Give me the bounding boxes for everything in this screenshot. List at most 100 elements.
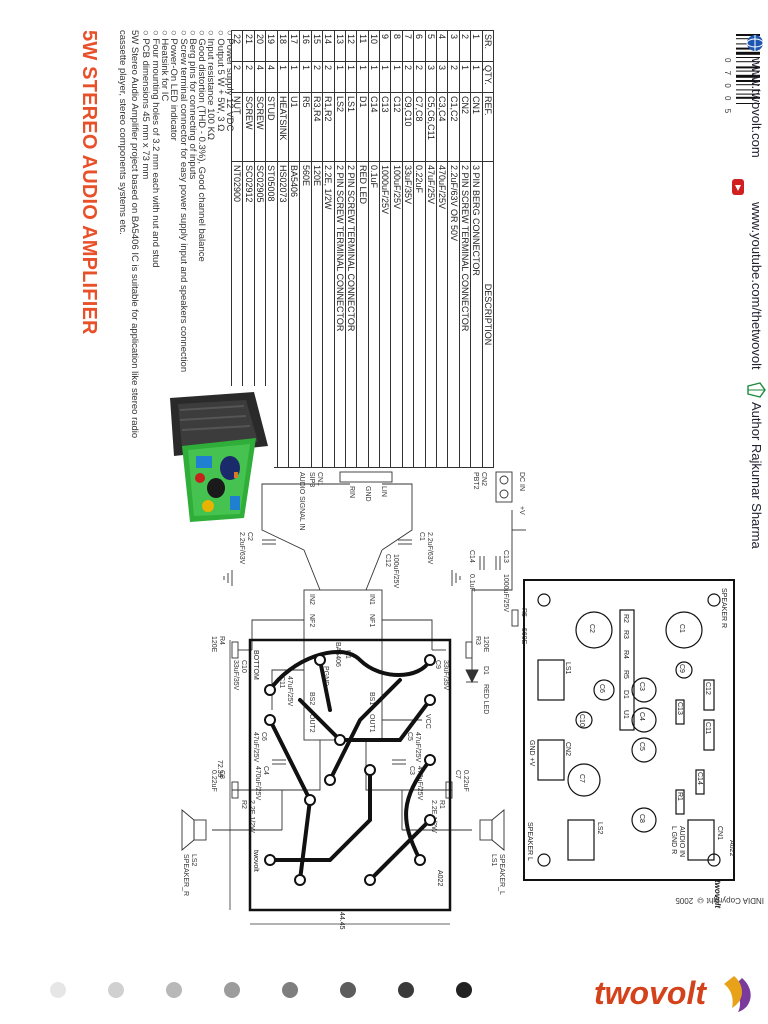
c5-label: C5 xyxy=(406,732,413,741)
pcb-component-label: D1 xyxy=(622,690,629,699)
c8-label: C8 xyxy=(218,770,225,779)
bom-cell-sr: 7 xyxy=(402,30,414,62)
pcb-trace-brand: twovolt xyxy=(252,850,259,872)
bom-cell-ref: CN1 xyxy=(470,92,483,162)
pcb-component-label: C8 xyxy=(638,814,645,823)
bom-cell-sr: 20 xyxy=(254,30,266,62)
c8-value: 0.22uF xyxy=(210,770,217,792)
bom-cell-qty: 1 xyxy=(470,61,483,93)
ls2-label: LS2 xyxy=(190,854,197,867)
bom-cell-ref: SCREW xyxy=(242,92,255,162)
pcb-component-label: C6 xyxy=(598,684,605,693)
bom-header-sr: SR. xyxy=(482,30,494,62)
decorative-dots xyxy=(50,982,472,998)
bom-cell-qty: 1 xyxy=(277,61,289,93)
bom-cell-ref: U1 xyxy=(288,92,300,162)
pcb-component-label: R3 xyxy=(622,630,629,639)
pcb-cn1: CN1 xyxy=(716,826,723,840)
bom-cell-description: 2 PIN SCREW TERMINAL CONNECTOR xyxy=(345,161,357,468)
bom-cell-ref: C5,C6,C11 xyxy=(425,92,437,162)
pcb-board-id: A022 xyxy=(728,840,735,856)
c12-value: 100uF/25V xyxy=(392,554,399,589)
bom-cell-qty: 2 xyxy=(231,61,243,93)
bom-cell-qty: 2 xyxy=(311,61,323,93)
bom-cell-ref: C13 xyxy=(379,92,391,162)
bom-cell-qty: 4 xyxy=(254,61,266,93)
bom-cell-ref: STUD xyxy=(265,92,278,162)
pcb-ls2: LS2 xyxy=(596,822,603,835)
intro-text: 5W Stereo Audio Amplifier project based … xyxy=(117,30,140,439)
c1-label: C1 xyxy=(418,532,425,541)
cn1-type-label: SIP3 xyxy=(308,472,315,487)
decorative-dot xyxy=(108,982,124,998)
bom-cell-sr: 8 xyxy=(390,30,403,62)
bom-cell-description: 560E xyxy=(299,161,312,468)
c6-label: C6 xyxy=(260,732,267,741)
bom-cell-qty: 1 xyxy=(356,61,369,93)
bom-header-description: DESCRIPTION xyxy=(482,161,494,468)
barcode-bar xyxy=(736,89,760,91)
barcode-bar xyxy=(736,51,760,55)
in1-label: IN1 xyxy=(368,594,375,605)
website-link[interactable]: www.twovolt.com xyxy=(749,58,764,158)
bom-cell-ref: C7,C8 xyxy=(413,92,426,162)
author-credit: Author Rajkumar Sharma xyxy=(749,402,764,549)
bom-cell-qty: 1 xyxy=(299,61,312,93)
decorative-dot xyxy=(456,982,472,998)
in2-label: IN2 xyxy=(308,594,315,605)
bom-cell-sr: 18 xyxy=(277,30,289,62)
c1-value: 2.2uF/63V xyxy=(426,532,433,565)
bom-cell-qty: 1 xyxy=(390,61,403,93)
c13-label: C13 xyxy=(502,550,509,563)
c3-value: 470uF/25V xyxy=(416,766,423,801)
r4-value: 120E xyxy=(210,636,217,653)
bom-cell-description: HS02073 xyxy=(277,161,289,468)
r1-label: R1 xyxy=(438,800,445,809)
bom-cell-description: 100uF/25V xyxy=(390,161,403,468)
bom-cell-ref: C1,C2 xyxy=(447,92,460,162)
bom-cell-ref: SCREW xyxy=(254,92,266,162)
barcode-bar xyxy=(736,84,760,86)
pcb-component-label: R4 xyxy=(622,650,629,659)
bom-cell-sr: 16 xyxy=(299,30,312,62)
barcode-bar xyxy=(736,61,760,63)
bom-cell-sr: 21 xyxy=(242,30,255,62)
copyright-text: INDIA Copyright © 2005 xyxy=(675,896,764,905)
bom-header-ref: REF. xyxy=(482,92,494,162)
pcb-bottom-label: BOTTOM xyxy=(252,650,259,680)
bom-cell-qty: 1 xyxy=(334,61,346,93)
bom-cell-description: 1000uF/25V xyxy=(379,161,391,468)
c2-label: C2 xyxy=(246,532,253,541)
youtube-link[interactable]: www.youtube.com/thetwovolt xyxy=(749,202,764,370)
bom-cell-qty: 2 xyxy=(402,61,414,93)
cn1-label: CN1 xyxy=(316,472,323,486)
bs1-label: BS1 xyxy=(368,692,375,705)
bom-cell-description: 2 PIN SCREW TERMINAL CONNECTOR xyxy=(334,161,346,468)
c9-value: 33uF/35V xyxy=(442,660,449,691)
bom-cell-ref: CN2 xyxy=(459,92,471,162)
bom-cell-description: 2.2E, 1/2W xyxy=(322,161,335,468)
decorative-dot xyxy=(50,982,66,998)
barcode-bar xyxy=(736,70,760,72)
c11-label: C11 xyxy=(278,676,285,688)
twovolt-logo: twovolt xyxy=(594,975,751,1012)
c14-label: C14 xyxy=(468,550,475,563)
pcb-audio-in-pins: L GND R xyxy=(670,826,677,854)
pcb-component-label: C7 xyxy=(578,774,585,783)
bom-cell-sr: 14 xyxy=(322,30,335,62)
bom-cell-description: 33uF/35V xyxy=(402,161,414,468)
bom-header-row: SR. QTY. REF. DESCRIPTION xyxy=(482,30,494,468)
pcb-cn2: CN2 xyxy=(564,742,571,756)
pcb-trace-layout: 72.39 44.45 BOTTOM A022 twovolt xyxy=(216,638,452,930)
bom-cell-ref: R3,R4 xyxy=(311,92,323,162)
cn2-type-label: PBT2 xyxy=(472,472,479,490)
bom-cell-description: 2.2uF/63V OR 50V xyxy=(447,161,460,468)
